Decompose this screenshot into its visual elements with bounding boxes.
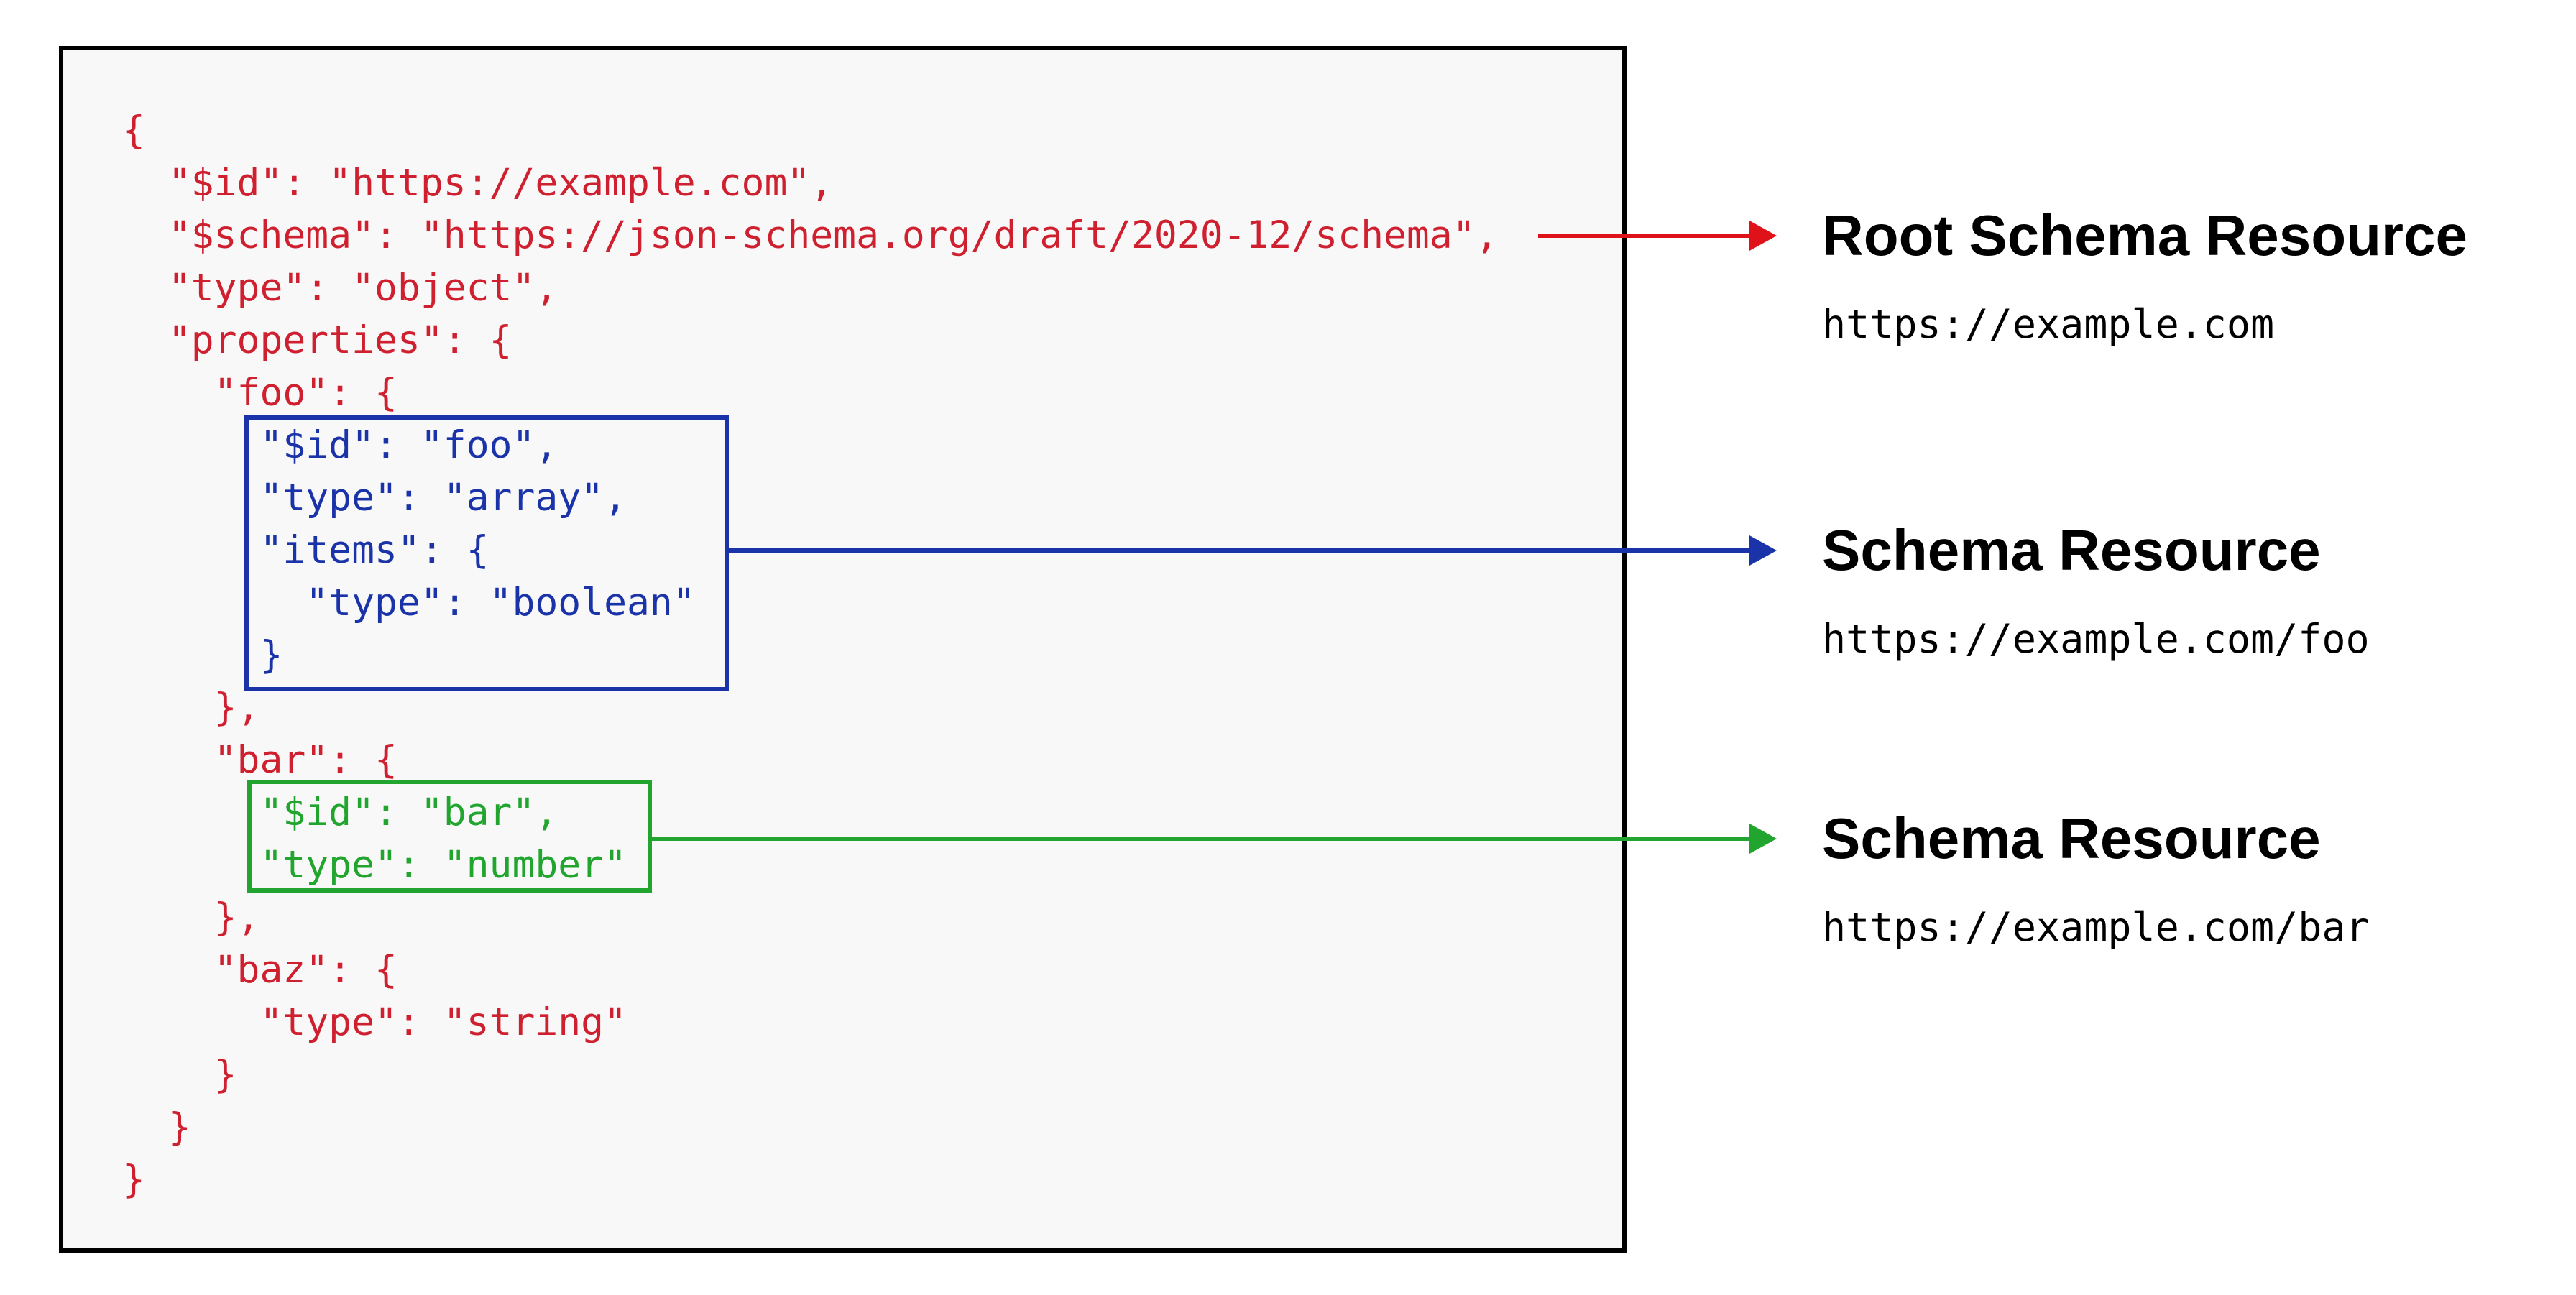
code-line: "type": "string" (122, 1000, 627, 1044)
code-line: "type": "array", (122, 476, 627, 520)
code-line: "$id": "bar", (122, 791, 558, 834)
annotation-root-schema: Root Schema Resource https://example.com (1822, 207, 2467, 344)
json-code: { "$id": "https://example.com", "$schema… (122, 104, 1499, 1206)
arrow-head-icon (1749, 535, 1777, 566)
code-line: }, (122, 895, 260, 939)
schema-code-panel (59, 46, 1627, 1253)
code-line: "bar": { (122, 738, 397, 782)
code-line: } (122, 633, 283, 677)
code-line: "type": "boolean" (122, 581, 696, 625)
code-line: }, (122, 686, 260, 729)
code-line: { (122, 109, 145, 152)
code-line: "$id": "foo", (122, 423, 558, 467)
annotation-url: https://example.com/bar (1822, 904, 2370, 950)
code-line: } (122, 1053, 237, 1097)
code-line: "items": { (122, 528, 489, 572)
code-line: "$id": "https://example.com", (122, 161, 834, 205)
annotation-bar-schema: Schema Resource https://example.com/bar (1822, 810, 2370, 947)
code-line: "properties": { (122, 318, 512, 362)
annotation-title: Schema Resource (1822, 806, 2321, 870)
code-line: "$schema": "https://json-schema.org/draf… (122, 213, 1499, 257)
annotation-foo-schema: Schema Resource https://example.com/foo (1822, 522, 2370, 659)
code-line: "type": "number" (122, 843, 627, 887)
arrow-shaft (650, 837, 1751, 841)
annotation-title: Root Schema Resource (1822, 203, 2468, 267)
arrow-shaft (1538, 234, 1751, 238)
code-line: } (122, 1158, 145, 1202)
code-line: "type": "object", (122, 266, 558, 310)
bar-schema-highlight-box (247, 780, 652, 893)
annotation-url: https://example.com (1822, 301, 2275, 347)
arrow-head-icon (1749, 221, 1777, 251)
code-line: } (122, 1105, 191, 1149)
annotation-title: Schema Resource (1822, 518, 2321, 582)
foo-schema-highlight-box (244, 415, 729, 691)
code-line: "foo": { (122, 371, 397, 415)
arrow-shaft (727, 548, 1751, 553)
annotation-url: https://example.com/foo (1822, 616, 2370, 662)
code-line: "baz": { (122, 948, 397, 992)
arrow-head-icon (1749, 824, 1777, 854)
